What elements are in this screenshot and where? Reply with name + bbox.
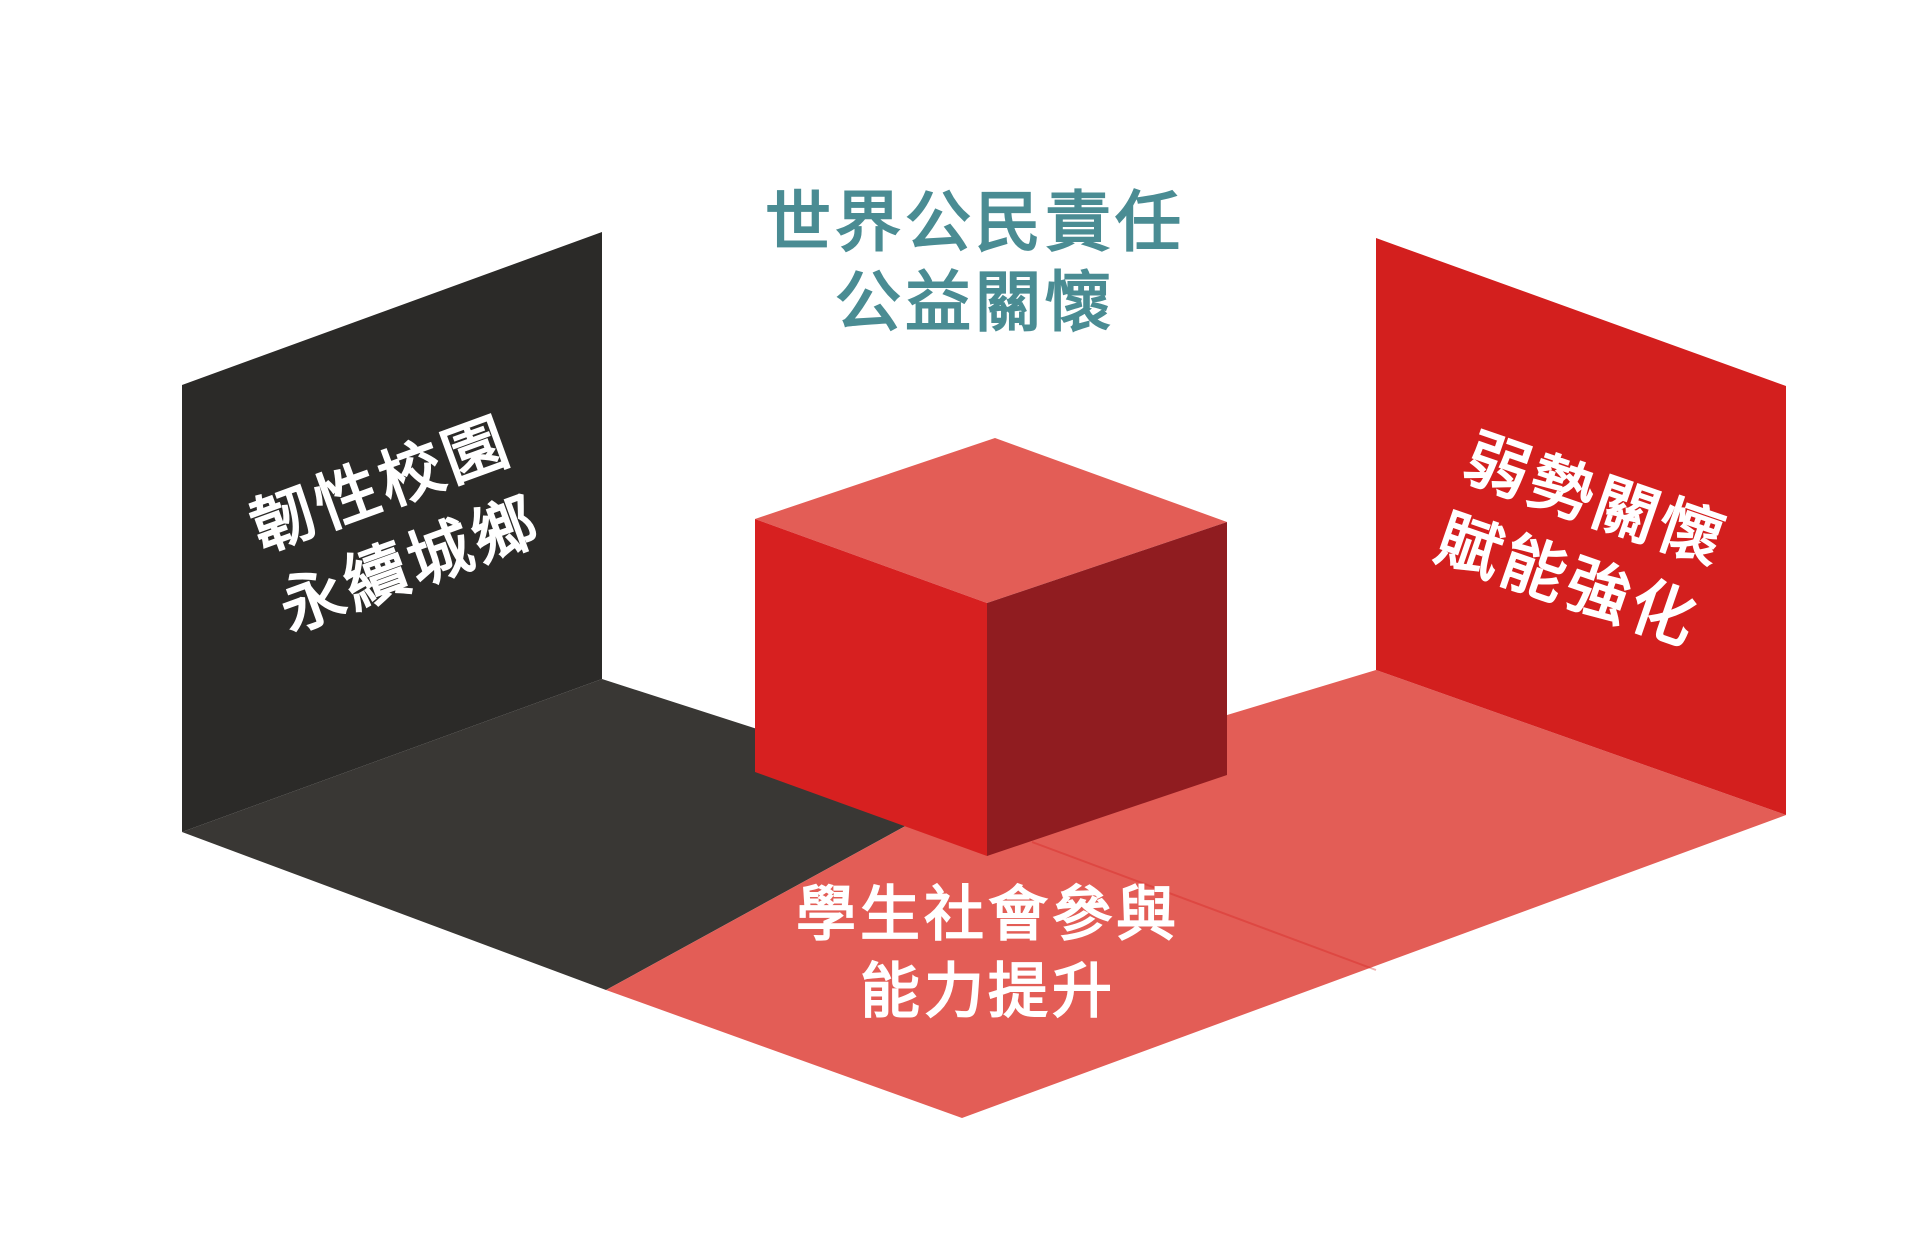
floor-label-line-1: 學生社會參與 — [796, 880, 1180, 950]
right-red-wall — [1376, 238, 1786, 815]
floor-seam-line — [1031, 841, 1377, 971]
left-dark-wall — [182, 232, 602, 832]
floor-label-line-2: 能力提升 — [860, 957, 1116, 1027]
cube-top-face — [755, 438, 1227, 603]
cube-front-face — [755, 519, 987, 856]
cube-side-face — [987, 522, 1227, 856]
top-title-line-2: 公益關懷 — [835, 264, 1115, 341]
right-red-floor — [606, 670, 1786, 1118]
top-title-line-1: 世界公民責任 — [765, 184, 1185, 261]
